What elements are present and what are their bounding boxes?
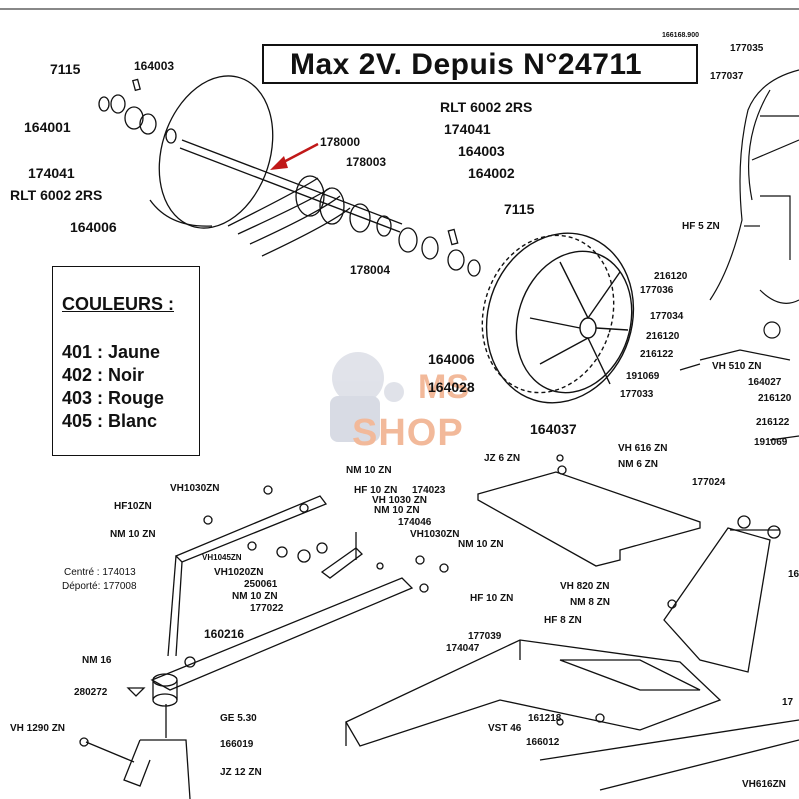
part-label: 164003 [458, 143, 505, 159]
watermark-ms: MS [418, 368, 469, 406]
drive-wheel [481, 232, 635, 404]
right-wheel-hub-assembly [398, 227, 481, 277]
part-label: NM 10 ZN [232, 591, 278, 602]
red-pointer-arrow [270, 142, 319, 170]
part-label: 174041 [28, 165, 75, 181]
legend-title: COULEURS : [62, 294, 174, 314]
part-label: 166019 [220, 739, 254, 750]
part-label: VH1020ZN [214, 567, 264, 578]
left-wheel-hub-assembly [98, 75, 403, 257]
part-label: Centré : 174013 [64, 567, 136, 578]
part-label: 7115 [504, 201, 535, 217]
frame-and-handle-parts [79, 454, 799, 799]
part-label: HF 10 ZN [354, 485, 398, 496]
part-label: GE 5.30 [220, 713, 257, 724]
part-label: NM 16 [82, 655, 112, 666]
part-label: 178004 [350, 263, 391, 277]
part-label: VST 46 [488, 723, 522, 734]
part-label: 216122 [640, 349, 674, 360]
color-legend-box [52, 266, 200, 456]
part-label: VH 510 ZN [712, 361, 762, 372]
part-label: VH1030ZN [170, 483, 220, 494]
part-label: NM 6 ZN [618, 459, 658, 470]
part-label: 177037 [710, 71, 744, 82]
watermark-shop: SHOP [352, 412, 464, 454]
legend-item-blanc: 405 : Blanc [62, 411, 158, 431]
title-frame [262, 44, 698, 84]
part-label: VH 820 ZN [560, 581, 610, 592]
part-label: VH1030ZN [410, 529, 460, 540]
cable-control-assembly [679, 69, 799, 441]
part-label: 164006 [428, 351, 475, 367]
part-label: 178000 [320, 135, 361, 149]
part-label: JZ 12 ZN [220, 767, 262, 778]
part-label: 191069 [754, 437, 788, 448]
drawing-reference: 166168.900 [662, 32, 699, 39]
part-label: JZ 6 ZN [484, 453, 521, 464]
part-label: NM 10 ZN [110, 529, 156, 540]
part-label: HF10ZN [114, 501, 152, 512]
part-label: HF 8 ZN [544, 615, 582, 626]
part-label: NM 10 ZN [374, 505, 420, 516]
part-label: 164006 [70, 219, 117, 235]
part-label: 164037 [530, 421, 577, 437]
part-label: VH 1290 ZN [10, 723, 66, 734]
part-label: 174023 [412, 485, 446, 496]
part-label: 250061 [244, 579, 278, 590]
part-label: 174041 [444, 121, 491, 137]
watermark-logo-mascot [330, 352, 404, 442]
part-label: 177039 [468, 631, 502, 642]
part-label: 164027 [748, 377, 782, 388]
part-label: HF 10 ZN [470, 593, 514, 604]
part-label: 177036 [640, 285, 674, 296]
legend-item-jaune: 401 : Jaune [62, 342, 161, 362]
legend-item-rouge: 403 : Rouge [62, 388, 165, 408]
legend-item-noir: 402 : Noir [62, 365, 145, 385]
part-label: VH1045ZN [202, 553, 242, 562]
part-label: 164002 [468, 165, 515, 181]
part-label: 16 [788, 569, 799, 580]
part-label: 177033 [620, 389, 654, 400]
part-label: 177022 [250, 603, 284, 614]
part-label: 178003 [346, 155, 387, 169]
part-label: 177035 [730, 43, 764, 54]
part-label: 174046 [398, 517, 432, 528]
part-label: 160216 [204, 627, 245, 641]
part-label: VH 1030 ZN [372, 495, 428, 506]
diagram-title: Max 2V. Depuis N°24711 [290, 48, 643, 81]
part-label: 161218 [528, 713, 562, 724]
part-label: 164001 [24, 119, 71, 135]
part-label: NM 10 ZN [458, 539, 504, 550]
part-label: RLT 6002 2RS [440, 99, 533, 115]
part-label: 174047 [446, 643, 480, 654]
part-label: Déporté: 177008 [62, 581, 137, 592]
part-label: 216120 [646, 331, 680, 342]
part-label: VH616ZN [742, 779, 786, 790]
part-label: 216122 [756, 417, 790, 428]
part-label: 177034 [650, 311, 684, 322]
part-label: VH 616 ZN [618, 443, 668, 454]
part-label: 216120 [758, 393, 792, 404]
part-label: 166012 [526, 737, 560, 748]
part-label: 280272 [74, 687, 108, 698]
part-label: 164003 [134, 59, 175, 73]
part-label: HF 5 ZN [682, 221, 720, 232]
part-label: 164028 [428, 379, 475, 395]
part-label: 191069 [626, 371, 660, 382]
part-label: 216120 [654, 271, 688, 282]
part-label: 7115 [50, 61, 81, 77]
part-label: NM 8 ZN [570, 597, 610, 608]
part-label: NM 10 ZN [346, 465, 392, 476]
part-label: 177024 [692, 477, 726, 488]
part-label: RLT 6002 2RS [10, 187, 103, 203]
part-label: 17 [782, 697, 794, 708]
